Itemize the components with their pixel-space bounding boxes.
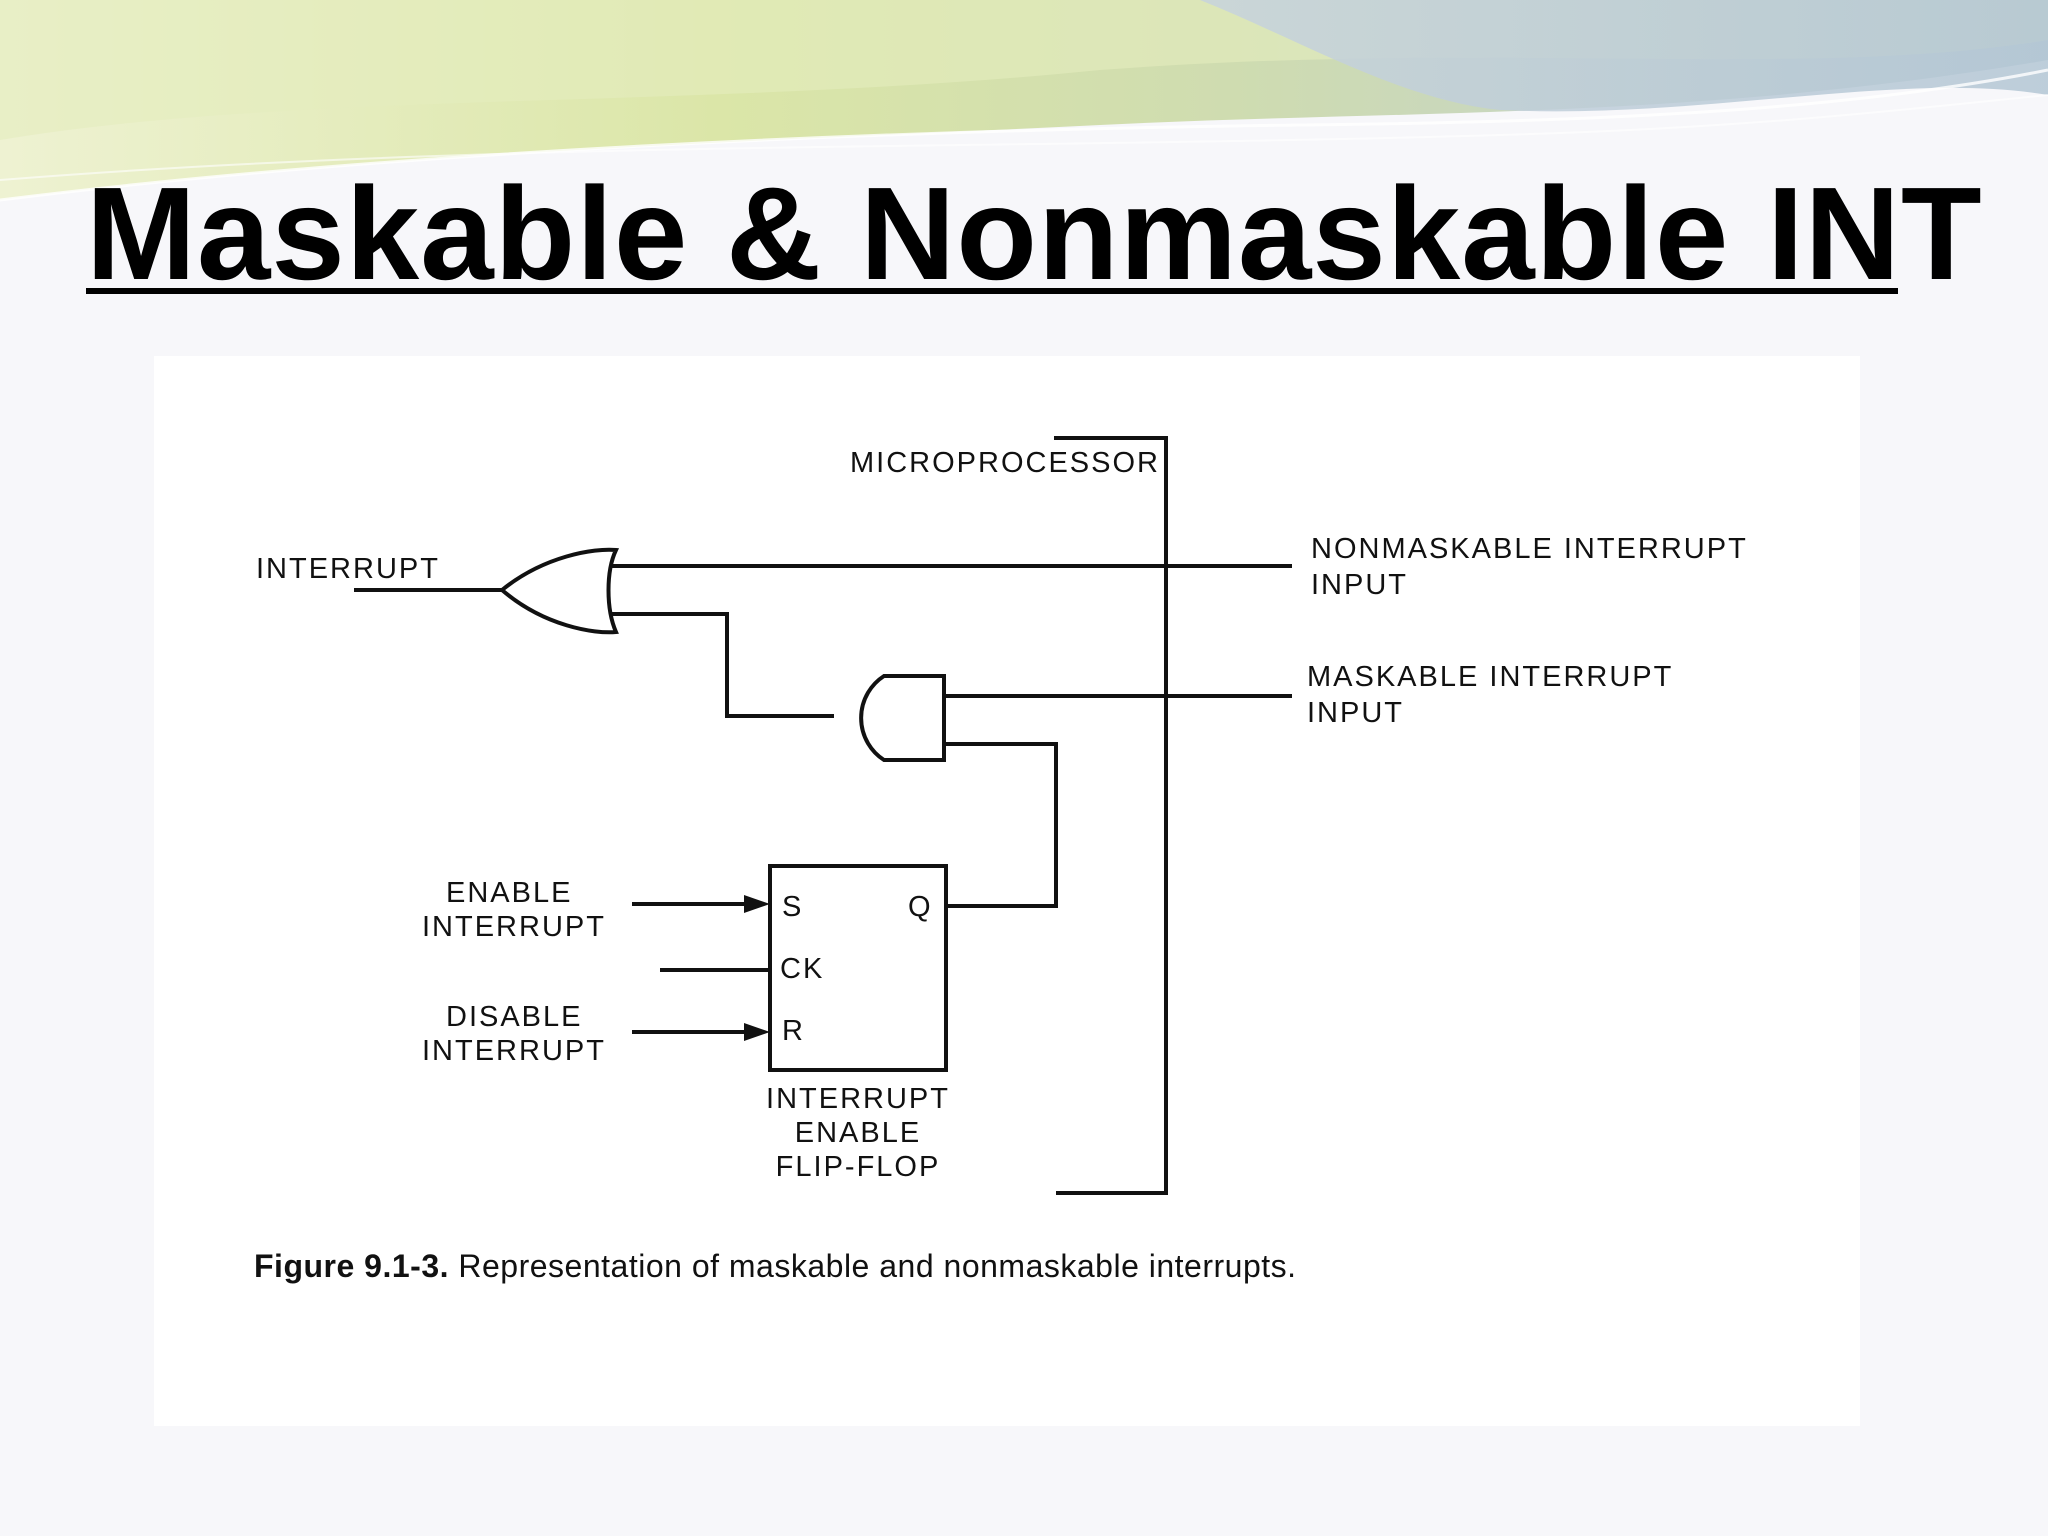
interrupt-logic-diagram: MICROPROCESSOR INTERRUPT NONMASKABLE INT… [256,436,1748,1195]
nmi-output-label-line1: NONMASKABLE INTERRUPT [1311,533,1748,565]
mi-output-label-line2: INPUT [1307,697,1404,729]
disable-label-line2: INTERRUPT [422,1035,606,1067]
nmi-output-label-line2: INPUT [1311,569,1408,601]
pin-q-label: Q [908,891,933,923]
pin-ck-label: CK [780,953,824,985]
interrupt-input-label: INTERRUPT [256,553,440,585]
pin-s-label: S [782,891,803,923]
figure-caption-text: Representation of maskable and nonmaskab… [458,1248,1297,1284]
enable-label-line1: ENABLE [446,877,572,909]
title-underline [86,288,1898,294]
enable-arrow-icon [744,895,770,913]
flipflop-label-line2: ENABLE [795,1117,921,1149]
q-feedback-wire [944,742,1058,908]
enable-label-line2: INTERRUPT [422,911,606,943]
microprocessor-label: MICROPROCESSOR [850,447,1160,479]
or-to-and-wire [612,612,834,718]
disable-label-line1: DISABLE [446,1001,583,1033]
flipflop-label-line3: FLIP-FLOP [776,1151,941,1183]
flipflop-label-line1: INTERRUPT [766,1083,950,1115]
slide-title: Maskable & Nonmaskable INT [86,160,1983,307]
pin-r-label: R [782,1015,805,1047]
and-gate [859,674,946,762]
mi-output-label-line1: MASKABLE INTERRUPT [1307,661,1673,693]
figure-caption: Figure 9.1-3. Representation of maskable… [254,1248,1297,1285]
disable-arrow-icon [744,1023,770,1041]
background-wave-decoration [0,0,2048,202]
or-gate [498,547,620,635]
microprocessor-boundary [1054,436,1168,1195]
figure-caption-label: Figure 9.1-3. [254,1248,449,1284]
figure-panel: MICROPROCESSOR INTERRUPT NONMASKABLE INT… [154,356,1860,1426]
